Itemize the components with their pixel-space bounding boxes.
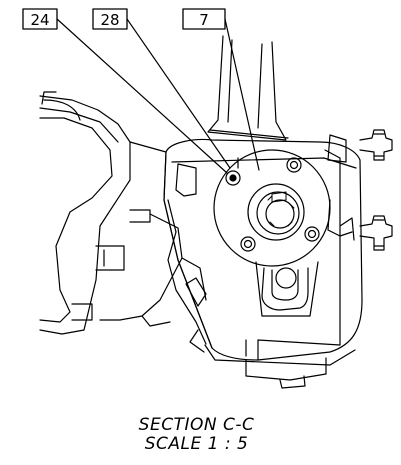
callout-24-label: 24 [30,11,49,29]
callout-7-label: 7 [199,11,209,29]
section-title: SECTION C-C [138,415,255,435]
callout-7-leader [224,18,260,171]
lower-slot [255,261,319,317]
callout-7: 7 [182,8,260,171]
connecting-strut [99,141,213,353]
flange-bolt [286,157,302,173]
right-bolt-upper [359,129,393,161]
callout-24-leader [56,18,228,174]
right-bolt-lower [359,215,393,251]
keyway [271,191,287,203]
flange-bolt [240,236,256,252]
callout-24: 24 [22,8,228,174]
flange-bolt [304,226,320,242]
grease-nipple-24 [225,170,241,186]
flange-outer [213,149,331,267]
shaft-core [265,199,295,229]
top-shaft [207,35,289,141]
callout-28-label: 28 [100,11,119,29]
gearbox-housing [163,134,363,389]
flange-plate [213,149,331,267]
callout-28-leader [126,18,231,169]
flange-bore [247,183,305,241]
left-bracket [39,91,151,335]
section-scale: SCALE 1 : 5 [144,434,249,454]
callout-28: 28 [92,8,231,169]
shaft-ring [256,191,300,235]
